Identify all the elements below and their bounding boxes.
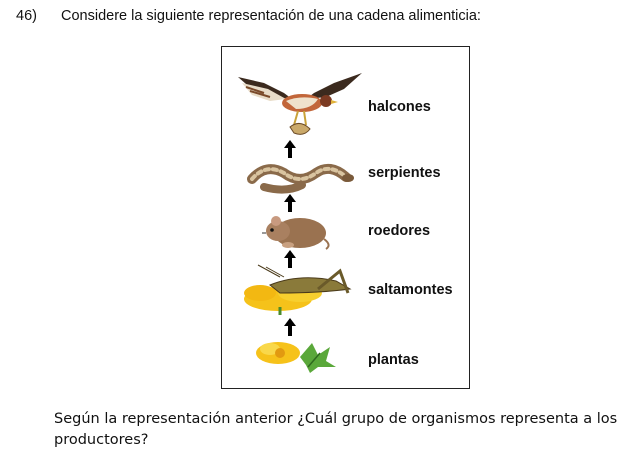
arrow-up-icon (284, 318, 296, 336)
snake-icon (247, 163, 354, 194)
followup-question: Según la representación anterior ¿Cuál g… (54, 411, 618, 448)
label-saltamontes: saltamontes (368, 282, 453, 298)
hawk-icon (238, 73, 362, 135)
question-prompt: Considere la siguiente representación de… (61, 8, 481, 24)
label-halcones: halcones (368, 99, 431, 115)
arrow-up-icon (284, 194, 296, 212)
label-roedores: roedores (368, 223, 431, 239)
food-chain-figure: halcones serpientes roedores (221, 46, 470, 389)
arrow-up-icon (284, 140, 296, 158)
rodent-icon (262, 216, 330, 250)
arrow-up-icon (284, 250, 296, 268)
question-header: 46) Considere la siguiente representació… (16, 8, 481, 24)
question-number: 46) (16, 8, 37, 24)
grasshopper-icon (244, 264, 352, 315)
label-serpientes: serpientes (368, 165, 441, 181)
plant-icon (256, 342, 336, 373)
label-plantas: plantas (368, 352, 419, 368)
